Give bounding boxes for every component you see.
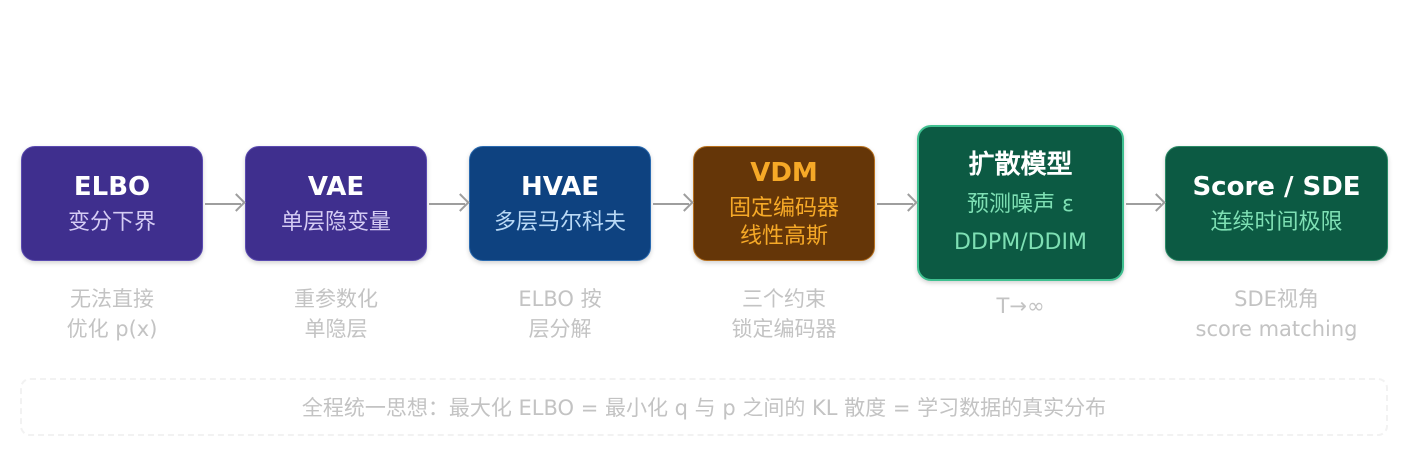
caption-elbo: 无法直接 优化 p(x) [21, 284, 203, 344]
node-vae: VAE 单层隐变量 [245, 146, 427, 261]
caption-score-sde: SDE视角 score matching [1165, 284, 1388, 344]
caption-vae: 重参数化 单隐层 [245, 284, 427, 344]
caption-diffusion: T→∞ [917, 291, 1124, 321]
node-score-sde: Score / SDE 连续时间极限 [1165, 146, 1388, 261]
arrow-diffusion-to-score [1126, 203, 1161, 205]
node-vdm: VDM 固定编码器 线性高斯 [693, 146, 875, 261]
arrow-hvae-to-vdm [653, 203, 689, 205]
node-diffusion-title: 扩散模型 [968, 150, 1073, 180]
node-vdm-subtitle-2: 线性高斯 [739, 223, 828, 249]
node-score-sde-subtitle: 连续时间极限 [1210, 209, 1343, 235]
caption-vdm-line-2: 锁定编码器 [731, 317, 837, 341]
node-hvae: HVAE 多层马尔科夫 [469, 146, 651, 261]
caption-hvae-line-1: ELBO 按 [518, 287, 602, 311]
caption-elbo-line-1: 无法直接 [70, 287, 154, 311]
caption-vdm-line-1: 三个约束 [742, 287, 826, 311]
caption-vae-line-2: 单隐层 [304, 317, 368, 341]
node-elbo-subtitle: 变分下界 [67, 209, 156, 235]
node-score-sde-title: Score / SDE [1192, 171, 1361, 202]
node-diffusion: 扩散模型 预测噪声 ε DDPM/DDIM [917, 125, 1124, 281]
caption-vae-line-1: 重参数化 [294, 287, 378, 311]
node-diffusion-subtitle-1: 预测噪声 ε [967, 192, 1074, 217]
caption-elbo-line-2: 优化 p(x) [66, 317, 158, 341]
node-vdm-title: VDM [750, 157, 818, 188]
caption-score-sde-line-1: SDE视角 [1234, 287, 1319, 311]
node-vdm-subtitle-1: 固定编码器 [728, 195, 839, 221]
summary-box: 全程统一思想：最大化 ELBO = 最小化 q 与 p 之间的 KL 散度 = … [20, 378, 1388, 436]
arrow-elbo-to-vae [205, 203, 241, 205]
arrow-vdm-to-diffusion [877, 203, 913, 205]
caption-diffusion-line-1: T→∞ [996, 294, 1045, 318]
caption-score-sde-line-2: score matching [1195, 317, 1358, 341]
arrow-vae-to-hvae [429, 203, 465, 205]
summary-text: 全程统一思想：最大化 ELBO = 最小化 q 与 p 之间的 KL 散度 = … [301, 396, 1107, 420]
caption-vdm: 三个约束 锁定编码器 [693, 284, 875, 344]
node-hvae-subtitle: 多层马尔科夫 [493, 209, 626, 235]
node-hvae-title: HVAE [521, 171, 599, 202]
node-elbo-title: ELBO [73, 171, 151, 202]
node-vae-title: VAE [307, 171, 365, 202]
caption-hvae-line-2: 层分解 [528, 317, 592, 341]
node-vae-subtitle: 单层隐变量 [280, 209, 391, 235]
caption-hvae: ELBO 按 层分解 [469, 284, 651, 344]
node-elbo: ELBO 变分下界 [21, 146, 203, 261]
node-diffusion-subtitle-2: DDPM/DDIM [954, 230, 1087, 255]
